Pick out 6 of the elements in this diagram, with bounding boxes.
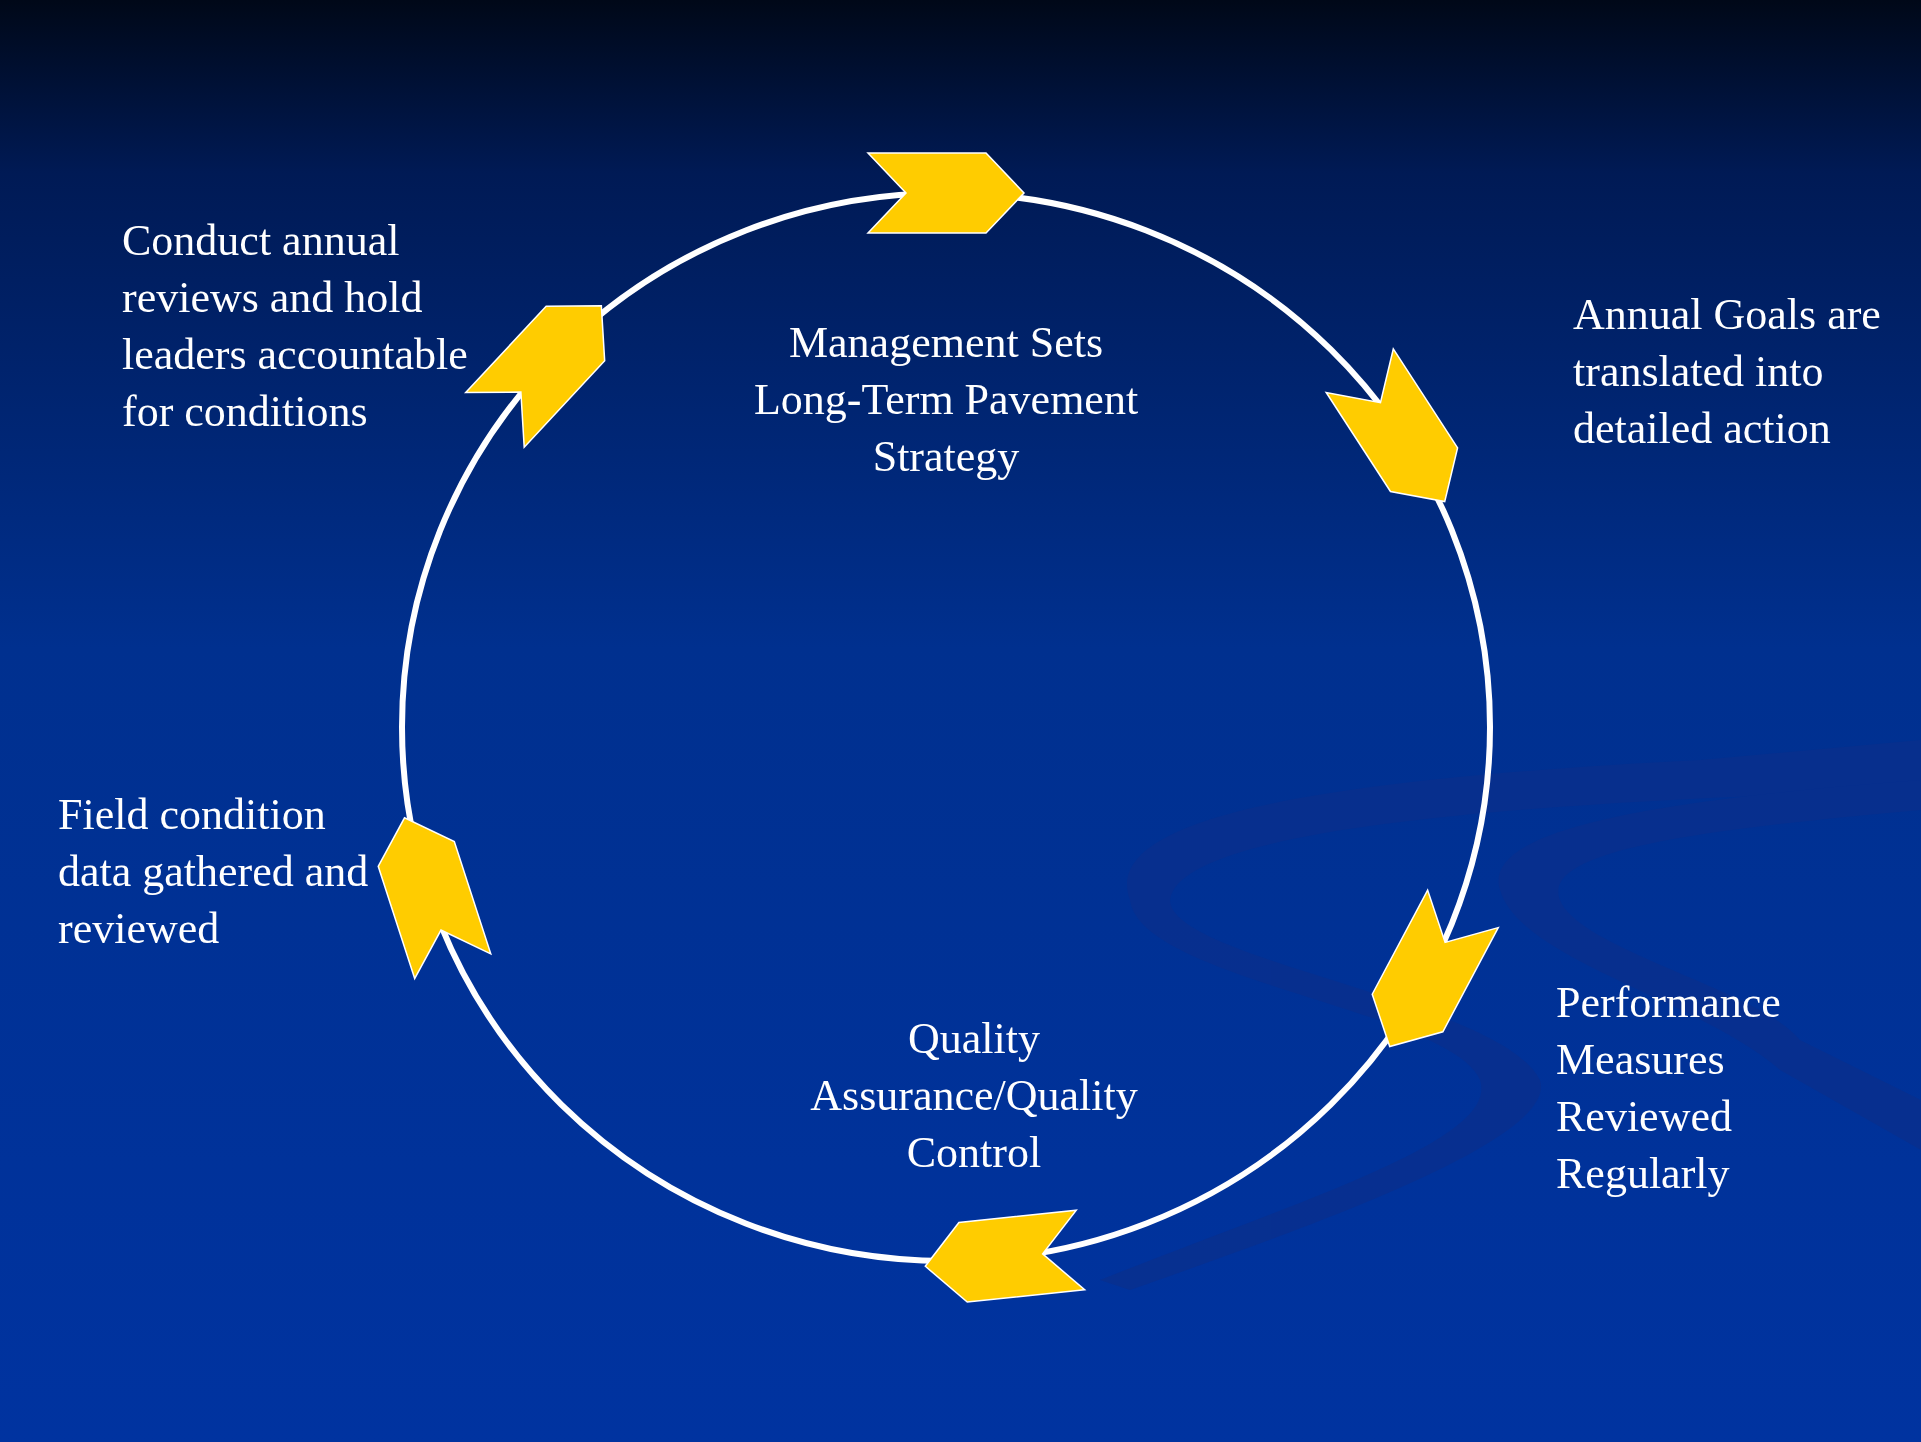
step-text: Performance Measures Reviewed Regularly bbox=[1556, 977, 1782, 1200]
step-text: Management Sets Long-Term Pavement Strategy bbox=[752, 317, 1140, 483]
step-text: Conduct annual reviews and hold leaders accountable for conditions bbox=[122, 215, 469, 438]
step-text: Quality Assurance/Quality Control bbox=[809, 1013, 1139, 1179]
step-text: Annual Goals are translated into detailed action bbox=[1573, 289, 1882, 455]
step-text: Field condition data gathered and reviewed bbox=[58, 789, 370, 955]
